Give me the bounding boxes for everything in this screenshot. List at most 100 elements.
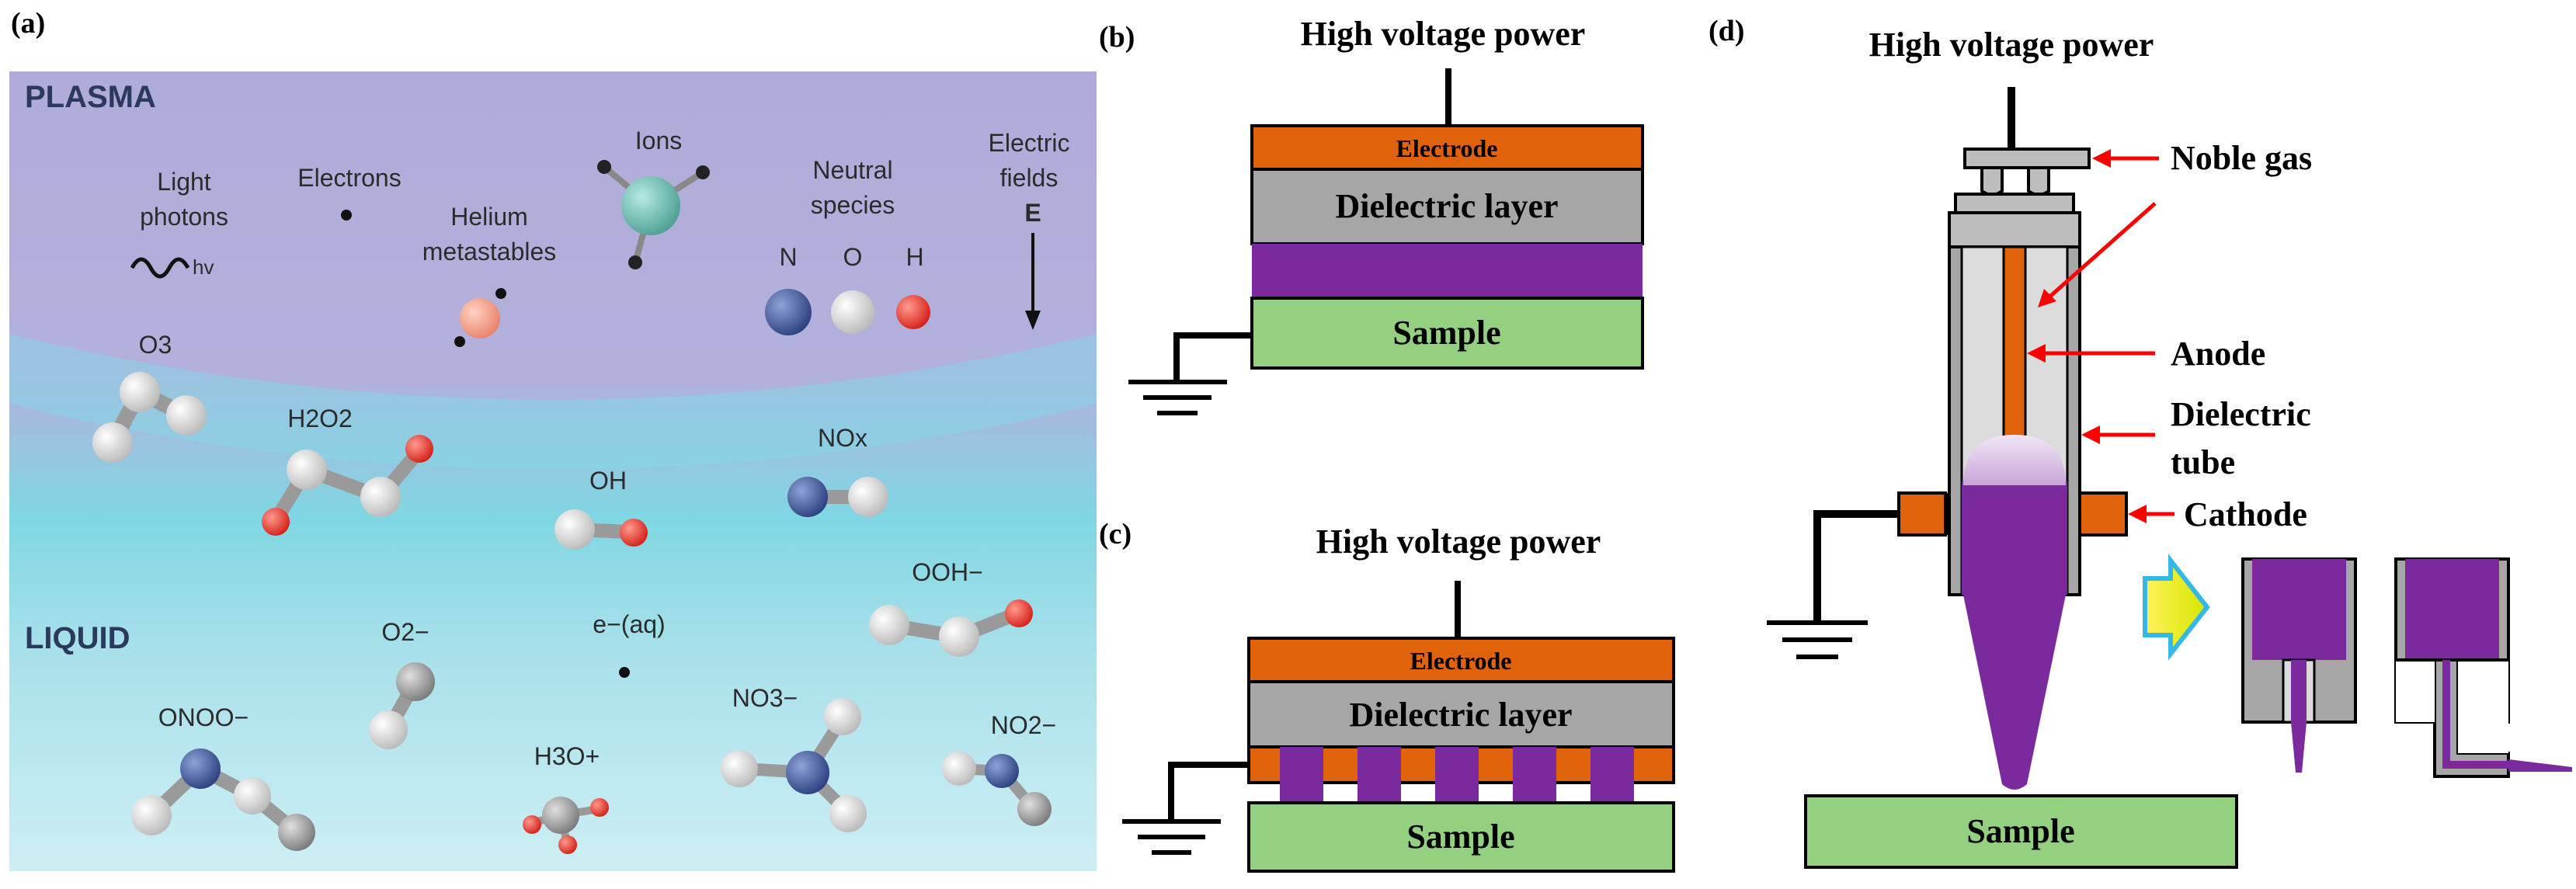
electric-field-arrowhead xyxy=(1025,311,1041,330)
hydroxyl-molecule xyxy=(554,509,648,550)
dielectric-tube-label-2: tube xyxy=(2171,443,2235,481)
panel-c-sample-label: Sample xyxy=(1406,818,1514,856)
o3-label: O3 xyxy=(139,331,172,359)
anode-arrow xyxy=(2027,344,2155,363)
panel-b-power-label: High voltage power xyxy=(1301,15,1586,53)
electron-dot xyxy=(341,210,352,221)
helium-label-1: Helium xyxy=(450,203,528,231)
cathode-right xyxy=(2078,491,2128,537)
panel-d-sample xyxy=(1804,794,2238,869)
panel-d-label: (d) xyxy=(1709,15,1744,47)
electric-field-symbol: E xyxy=(1024,199,1041,227)
nitrogen-label: N xyxy=(779,243,797,271)
ooh-label: OOH− xyxy=(912,558,983,586)
panel-d-ground-wire xyxy=(1813,510,1899,621)
helium-atom xyxy=(454,288,506,347)
dielectric-tube-arrow xyxy=(2081,425,2155,444)
panel-b-sample-label: Sample xyxy=(1392,314,1500,352)
panel-d-ground-icon xyxy=(1767,620,1868,659)
photon-wave-icon xyxy=(130,257,190,279)
plasma-label: PLASMA xyxy=(25,80,156,114)
panel-c-ground-icon xyxy=(1122,819,1221,855)
light-photons-label-2: photons xyxy=(140,203,228,231)
panel-c-plasma-filaments xyxy=(1280,747,1634,803)
panel-b-ground-wire xyxy=(1173,332,1252,380)
nitrate-molecule xyxy=(721,698,867,832)
panel-c-electrode xyxy=(1247,637,1675,683)
panel-c: (c) High voltage power Electrode Dielect… xyxy=(1099,518,1675,873)
hydrogen-label: H xyxy=(906,243,923,271)
panel-b-dielectric-label: Dielectric layer xyxy=(1335,187,1558,225)
eaq-label: e−(aq) xyxy=(593,610,665,638)
gas-inlet-collar xyxy=(1954,193,2075,214)
superoxide-molecule xyxy=(369,662,435,749)
plasma-jet-plume xyxy=(1963,595,2066,790)
neutral-species-label-2: species xyxy=(811,191,895,219)
hv-label: hv xyxy=(193,255,214,279)
oxygen-atom xyxy=(831,290,874,334)
nitrogen-atom xyxy=(765,289,812,335)
panel-c-dielectric xyxy=(1247,680,1675,748)
neutral-species-label-1: Neutral xyxy=(812,156,892,184)
nox-molecule xyxy=(787,477,888,517)
gas-flow-arrow xyxy=(2038,202,2157,307)
anode-label: Anode xyxy=(2171,335,2265,373)
o2-label: O2− xyxy=(381,618,429,646)
h2o2-molecule xyxy=(262,435,433,536)
jet-variant-straight xyxy=(2241,557,2357,773)
cathode-junction-left xyxy=(1945,493,1949,535)
panel-c-electrode-label: Electrode xyxy=(1410,647,1512,675)
light-photons-label-1: Light xyxy=(157,168,211,196)
h2o2-label: H2O2 xyxy=(287,405,353,432)
noble-gas-label: Noble gas xyxy=(2171,139,2312,177)
variant-transition-arrow xyxy=(2143,554,2210,661)
panel-c-label: (c) xyxy=(1099,518,1132,550)
panel-d-sample-label: Sample xyxy=(1966,812,2074,850)
hydrogen-atom xyxy=(896,295,930,329)
ions-label: Ions xyxy=(635,127,682,155)
cathode-left xyxy=(1897,491,1947,537)
panel-d: (d) High voltage power xyxy=(1709,15,2572,869)
panel-b-label: (b) xyxy=(1099,21,1135,54)
anode-rod xyxy=(2002,245,2027,443)
panel-c-ground-wire xyxy=(1168,762,1249,819)
h3o-label: H3O+ xyxy=(534,742,600,770)
panel-b: (b) High voltage power Electrode Dielect… xyxy=(1099,15,1644,415)
liquid-label: LIQUID xyxy=(25,621,130,655)
panel-a-label: (a) xyxy=(11,7,45,40)
cathode-label: Cathode xyxy=(2184,495,2307,533)
nox-label: NOx xyxy=(818,424,867,452)
no2-label: NO2− xyxy=(991,711,1056,739)
panel-b-electrode xyxy=(1250,124,1644,171)
panel-c-dielectric-label: Dielectric layer xyxy=(1349,696,1572,734)
electric-fields-label-1: Electric xyxy=(989,129,1070,157)
plasma-in-tube xyxy=(1962,481,2067,595)
ooh-molecule xyxy=(869,599,1033,657)
panel-c-sample xyxy=(1247,801,1675,873)
jet-head xyxy=(1948,211,2081,248)
gas-inlet-fittings xyxy=(1980,166,2050,196)
panel-b-electrode-label: Electrode xyxy=(1396,134,1498,162)
plasma-liquid-interface xyxy=(9,334,1097,470)
gas-inlet-plate xyxy=(1963,148,2091,169)
cathode-arrow xyxy=(2128,505,2174,523)
panel-a: (a) PLASMA LIQUID Light photons hv Elect… xyxy=(9,7,1097,871)
plasma-liquid-background xyxy=(9,71,1097,871)
oxygen-label: O xyxy=(843,243,863,271)
panel-b-ground-icon xyxy=(1128,380,1227,415)
panel-b-dielectric xyxy=(1250,168,1644,245)
panel-d-power-label: High voltage power xyxy=(1869,26,2154,64)
electrons-label: Electrons xyxy=(297,164,401,192)
nitrite-molecule xyxy=(942,752,1052,826)
ozone-molecule xyxy=(92,372,207,463)
plasma-dome xyxy=(1963,435,2066,485)
oh-label: OH xyxy=(589,467,627,495)
noble-gas-arrow xyxy=(2092,149,2159,168)
no3-label: NO3− xyxy=(732,684,798,712)
jet-variant-bent xyxy=(2394,557,2572,778)
dielectric-tube-label-1: Dielectric xyxy=(2171,395,2311,433)
panel-b-sample xyxy=(1250,297,1644,370)
helium-label-2: metastables xyxy=(422,238,557,266)
panel-c-power-label: High voltage power xyxy=(1316,523,1601,561)
